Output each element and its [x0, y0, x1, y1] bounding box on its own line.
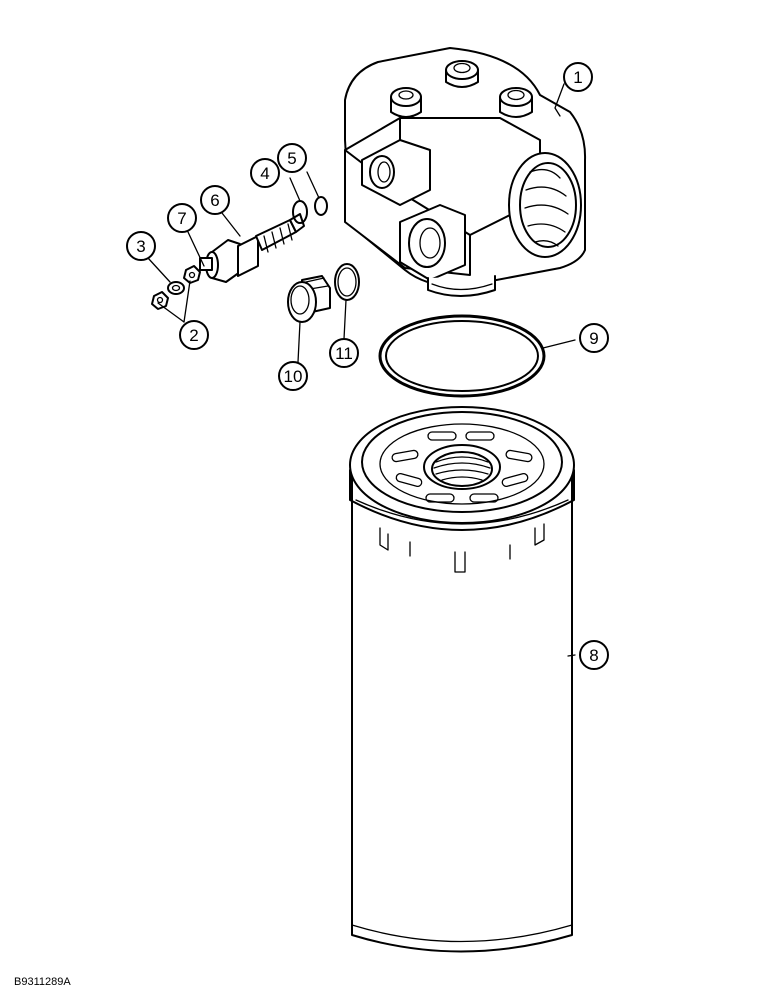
callout-2: 2 — [179, 320, 209, 350]
callout-5: 5 — [277, 143, 307, 173]
svg-text:9: 9 — [589, 329, 598, 348]
callout-9: 9 — [579, 323, 609, 353]
callout-3: 3 — [126, 231, 156, 261]
callout-8: 8 — [579, 640, 609, 670]
svg-text:2: 2 — [189, 326, 198, 345]
svg-text:8: 8 — [589, 646, 598, 665]
plug — [287, 275, 331, 323]
acorn-nut — [151, 291, 169, 310]
o-ring — [314, 196, 328, 216]
callout-4: 4 — [250, 158, 280, 188]
callout-11: 11 — [329, 338, 359, 368]
top-boss — [445, 60, 479, 88]
svg-text:3: 3 — [136, 237, 145, 256]
filter-element — [349, 406, 575, 953]
relief-valve — [205, 213, 305, 283]
callout-1: 1 — [563, 62, 593, 92]
svg-text:10: 10 — [284, 367, 303, 386]
gasket — [378, 314, 546, 398]
jam-nut — [183, 265, 201, 284]
svg-text:1: 1 — [573, 68, 582, 87]
filter-head — [344, 47, 587, 297]
washer — [167, 281, 185, 295]
svg-text:7: 7 — [177, 209, 186, 228]
callout-10: 10 — [278, 361, 308, 391]
svg-text:5: 5 — [287, 149, 296, 168]
callout-7: 7 — [167, 203, 197, 233]
valve-stem — [199, 257, 213, 271]
callout-6: 6 — [200, 185, 230, 215]
svg-text:11: 11 — [335, 344, 353, 363]
o-ring — [334, 263, 360, 301]
svg-text:6: 6 — [210, 191, 219, 210]
top-boss — [499, 87, 533, 118]
leader-lines — [147, 83, 576, 657]
figure-id: B9311289A — [14, 976, 71, 988]
svg-text:4: 4 — [260, 164, 269, 183]
o-ring — [337, 267, 357, 297]
